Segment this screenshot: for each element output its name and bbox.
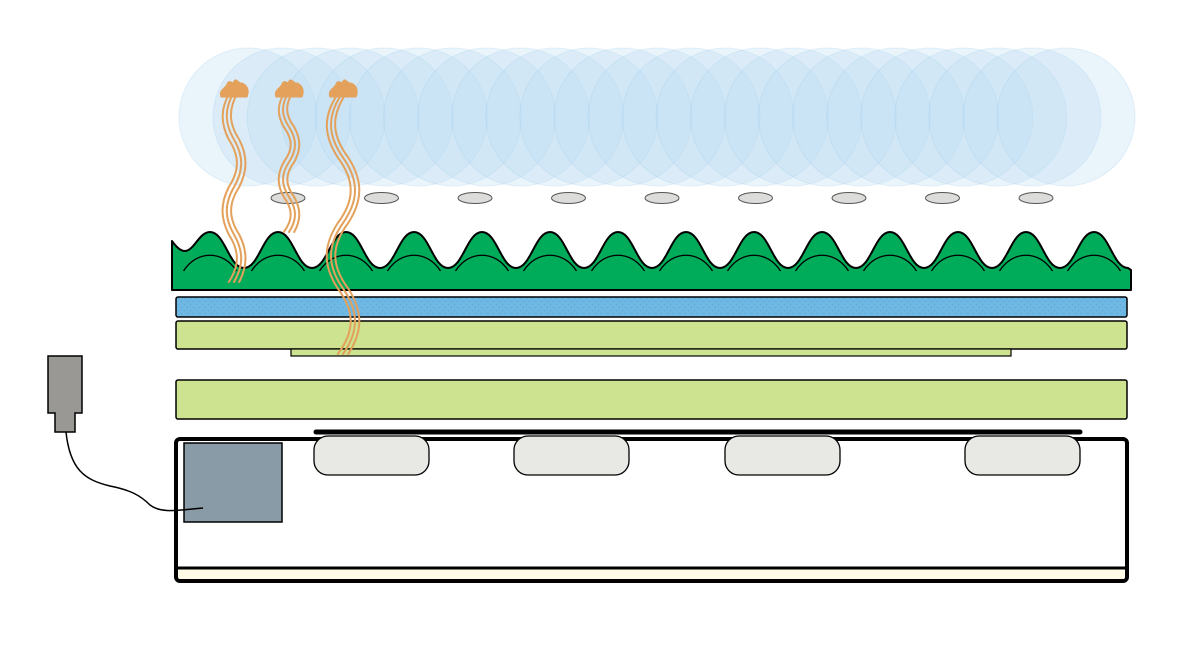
wavy-mat-hollow (726, 254, 782, 272)
mist-droplet (553, 47, 693, 187)
root-strand (221, 91, 238, 283)
mist-nozzle (513, 435, 630, 476)
mist-droplet (860, 47, 1000, 187)
mist-droplet (519, 47, 659, 187)
mist-droplet (826, 47, 966, 187)
plant (325, 79, 361, 355)
mist-droplet (655, 47, 795, 187)
green-layer-strip (290, 348, 1012, 357)
mist-droplet (485, 47, 625, 187)
mist-droplet (996, 47, 1136, 187)
mist-pore (1018, 192, 1054, 204)
root-strand (282, 91, 296, 233)
mist-droplet (348, 47, 488, 187)
mist-droplet (894, 47, 1034, 187)
mist-pore (738, 192, 773, 204)
root-strand (286, 91, 301, 233)
plant-crown (274, 79, 304, 98)
mist-droplet (621, 47, 761, 187)
mist-droplet (451, 47, 591, 187)
mist-nozzle (313, 435, 430, 476)
mist-droplet (689, 47, 829, 187)
wavy-mat-hollow (182, 254, 238, 272)
wavy-mat-hollow (590, 254, 646, 272)
wavy-mat-hollow (998, 254, 1054, 272)
mist-pore (831, 192, 867, 204)
mist-nozzles (313, 435, 1081, 476)
wavy-mat-hollow (862, 254, 918, 272)
wavy-mat-hollow (522, 254, 578, 272)
root-strand (325, 91, 352, 355)
wavy-mat-hollow (1066, 254, 1122, 272)
mist-droplet (723, 47, 863, 187)
mist-pore (457, 192, 493, 204)
mist-droplet (383, 47, 522, 187)
plant (219, 79, 249, 283)
mist-nozzle (724, 435, 841, 476)
mist-droplet (417, 47, 557, 187)
wavy-mat-hollow (250, 254, 306, 272)
root-strand (330, 91, 356, 355)
mist-pore (925, 192, 960, 204)
root-strand (334, 91, 361, 355)
wavy-mat-hollow (658, 254, 714, 272)
power-cable (65, 431, 204, 512)
mist-droplet (757, 47, 897, 187)
mist-droplet (314, 47, 454, 187)
power-adapter (47, 355, 83, 433)
wavy-mat-hollow (794, 254, 850, 272)
mist-droplet (246, 47, 386, 187)
mist-droplet (928, 47, 1068, 187)
mist-droplet (962, 47, 1102, 187)
plant-crown (219, 79, 249, 98)
wavy-growing-mat (171, 231, 1132, 291)
root-strand (225, 91, 243, 283)
mist-nozzle (964, 435, 1081, 476)
green-layer-top (175, 320, 1128, 350)
plant-crown (328, 79, 358, 98)
plant-roots (219, 79, 361, 355)
mist-pore (644, 192, 680, 204)
base-tray-stripe (178, 569, 1125, 579)
wavy-mat-hollow (318, 254, 374, 272)
water-layer-texture (177, 298, 1126, 316)
mist-generator-device (183, 442, 283, 523)
wavy-mat-hollow (454, 254, 510, 272)
mist-cloud (178, 47, 1136, 187)
mist-pore (364, 192, 399, 204)
green-layer-bottom (175, 379, 1128, 420)
mist-droplet (792, 47, 931, 187)
wavy-mat-hollow (930, 254, 986, 272)
mist-pores (270, 192, 1054, 204)
plant (274, 79, 304, 233)
wavy-mat-hollow (386, 254, 442, 272)
mist-pore (551, 192, 586, 204)
wavy-mat-inner-lines (182, 254, 1122, 272)
mist-droplet (587, 47, 727, 187)
root-strand (229, 91, 247, 283)
root-strand (277, 91, 292, 233)
mist-droplet (212, 47, 352, 187)
